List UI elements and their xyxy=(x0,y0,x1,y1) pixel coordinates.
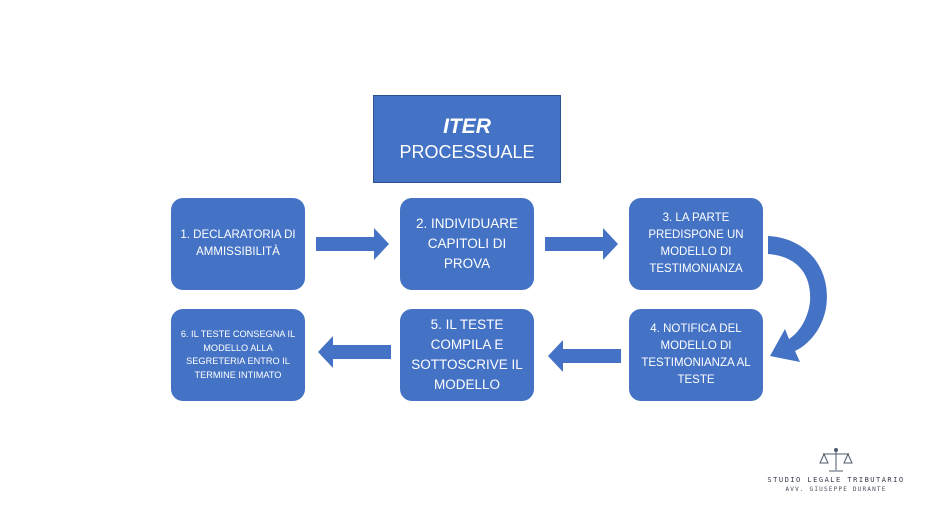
step-5-label: 5. IL TESTE COMPILA E SOTTOSCRIVE IL MOD… xyxy=(411,317,523,392)
logo-lawyer-name: AVV. GIUSEPPE DURANTE xyxy=(785,486,887,493)
step-2-label: 2. INDIVIDUARE CAPITOLI DI PROVA xyxy=(415,216,519,271)
step-2-box: 2. INDIVIDUARE CAPITOLI DI PROVA xyxy=(400,198,534,290)
arrow-step3-to-step4 xyxy=(768,236,827,362)
step-3-label: 3. LA PARTE PREDISPONE UN MODELLO DI TES… xyxy=(648,212,744,275)
step-4-box: 4. NOTIFICA DEL MODELLO DI TESTIMONIANZA… xyxy=(629,309,763,401)
step-1-box: 1. DECLARATORIA DI AMMISSIBILITÀ xyxy=(171,198,305,290)
diagram-title-box: ITER PROCESSUALE xyxy=(373,95,561,183)
arrow-step1-to-step2 xyxy=(316,228,389,260)
arrow-step4-to-step5 xyxy=(548,340,621,372)
arrow-step2-to-step3 xyxy=(545,228,618,260)
step-6-label: 6. IL TESTE CONSEGNA IL MODELLO ALLA SEG… xyxy=(180,329,296,380)
title-iter: ITER xyxy=(443,115,491,138)
step-6-box: 6. IL TESTE CONSEGNA IL MODELLO ALLA SEG… xyxy=(171,309,305,401)
step-3-box: 3. LA PARTE PREDISPONE UN MODELLO DI TES… xyxy=(629,198,763,290)
scales-of-justice-icon xyxy=(819,448,853,472)
arrow-step5-to-step6 xyxy=(318,336,391,368)
title-processuale: PROCESSUALE xyxy=(399,142,535,162)
step-1-label: 1. DECLARATORIA DI AMMISSIBILITÀ xyxy=(180,229,296,258)
step-5-box: 5. IL TESTE COMPILA E SOTTOSCRIVE IL MOD… xyxy=(400,309,534,401)
studio-logo: STUDIO LEGALE TRIBUTARIO AVV. GIUSEPPE D… xyxy=(765,446,907,496)
logo-studio-name: STUDIO LEGALE TRIBUTARIO xyxy=(767,476,905,484)
step-4-label: 4. NOTIFICA DEL MODELLO DI TESTIMONIANZA… xyxy=(641,323,751,386)
